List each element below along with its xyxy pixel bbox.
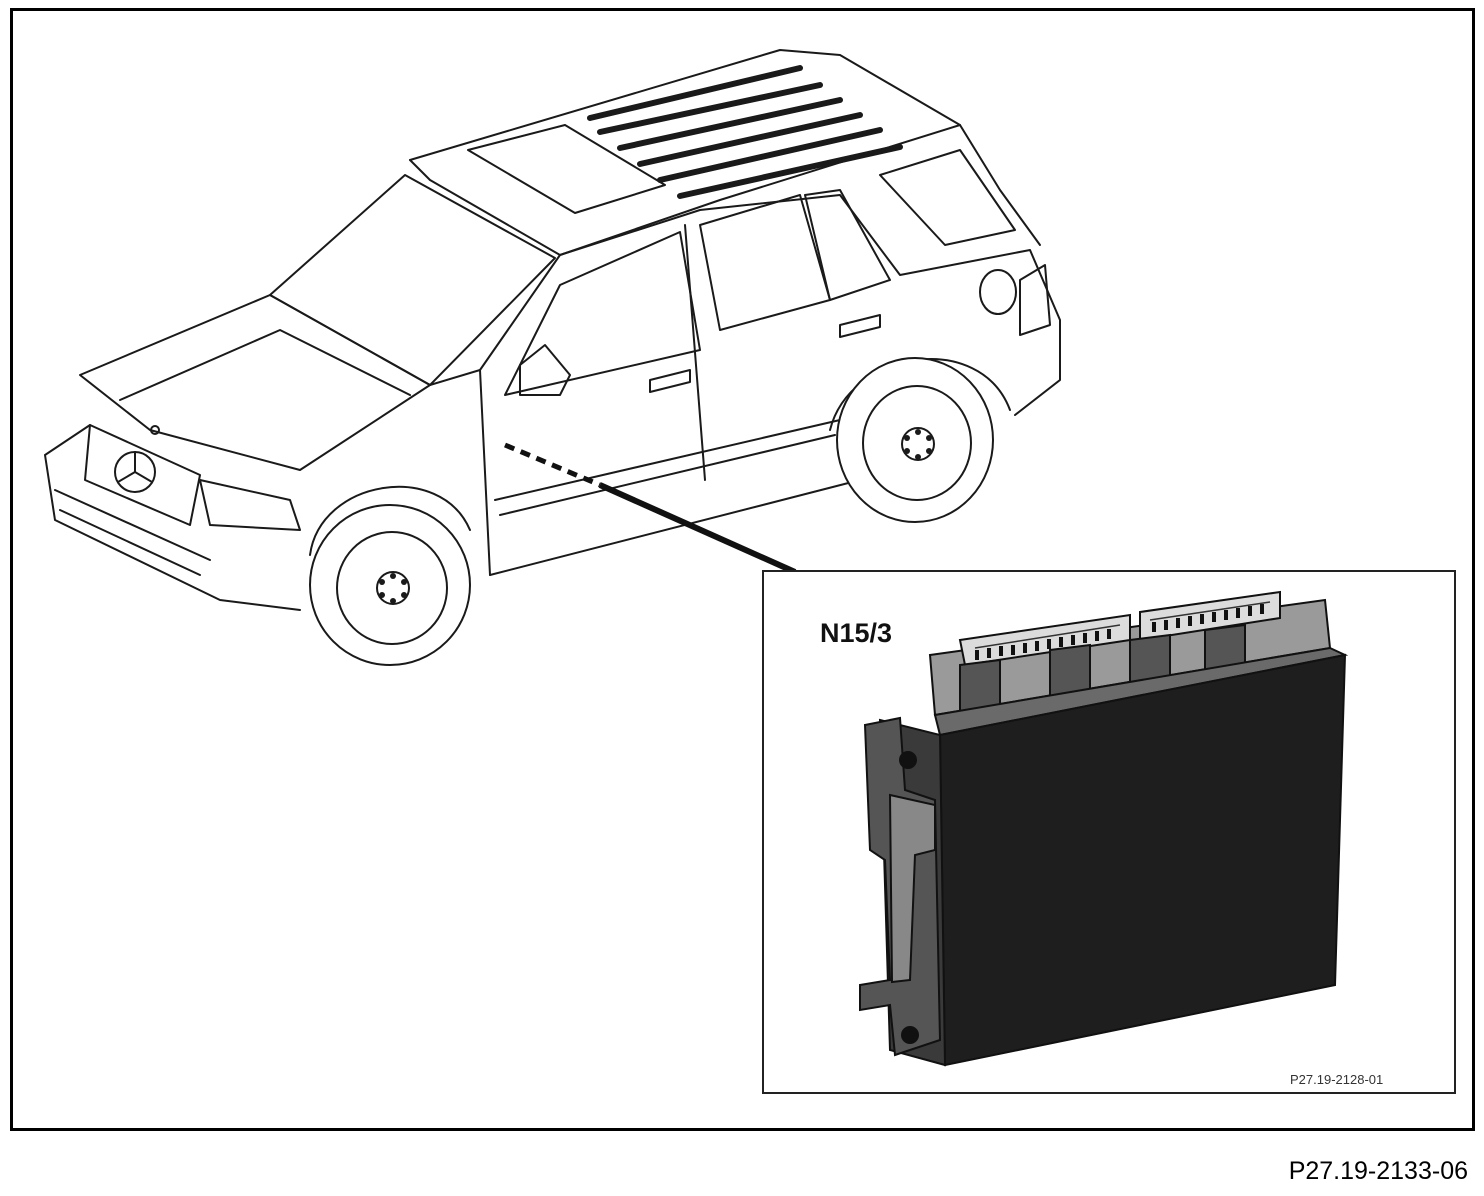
leader-line	[504, 442, 797, 575]
roof-slats	[587, 65, 903, 199]
hood-emblem	[150, 425, 160, 435]
figure-frame	[10, 8, 1475, 1131]
front-door-window	[504, 231, 701, 396]
inset-reference-code: P27.19-2128-01	[1290, 1072, 1384, 1087]
rear-quarter-window	[879, 149, 1016, 246]
sunroof	[467, 124, 666, 214]
headlight	[199, 479, 301, 531]
figure-reference-code: P27.19-2133-06	[1288, 1157, 1468, 1185]
hood	[79, 294, 431, 471]
rear-wheel	[836, 357, 994, 523]
grille	[84, 424, 201, 526]
vehicle-illustration	[44, 49, 1061, 611]
front-wheel	[309, 504, 471, 666]
control-module	[859, 590, 1349, 1067]
front-wheel-arch	[309, 485, 471, 556]
component-label: N15/3	[820, 618, 893, 648]
windshield	[269, 174, 556, 386]
fuel-door	[979, 269, 1017, 315]
connector-pins	[975, 604, 1264, 660]
side-mirror	[519, 344, 571, 396]
rear-door-handle	[839, 314, 881, 338]
taillight	[1019, 264, 1051, 336]
front-door-handle	[649, 369, 691, 393]
